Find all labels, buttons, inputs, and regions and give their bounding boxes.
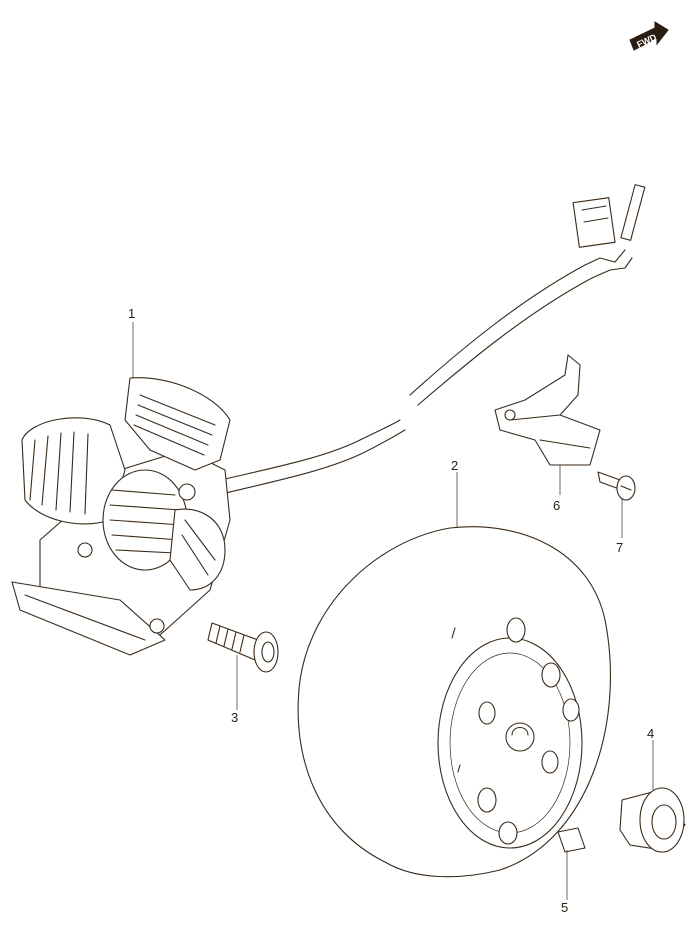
screw-7 — [597, 471, 636, 501]
wire-connector — [572, 197, 616, 248]
callout-7: 7 — [616, 540, 623, 555]
nut-4 — [619, 787, 686, 853]
bracket — [494, 354, 601, 466]
callout-4: 4 — [647, 726, 654, 741]
callout-1: 1 — [128, 306, 135, 321]
callout-6: 6 — [553, 498, 560, 513]
stator-assembly — [11, 377, 231, 656]
callout-5: 5 — [561, 900, 568, 915]
wire-harness — [199, 184, 646, 499]
callout-3: 3 — [231, 710, 238, 725]
wire-end-tube — [620, 184, 646, 241]
forward-arrow-icon — [629, 21, 669, 51]
bolt-3 — [207, 622, 279, 673]
callouts: 1 2 3 4 5 6 7 — [128, 306, 654, 915]
key-5 — [557, 827, 586, 853]
flywheel-rotor — [297, 526, 611, 878]
callout-2: 2 — [451, 458, 458, 473]
fwd-badge: FWD — [629, 21, 669, 51]
